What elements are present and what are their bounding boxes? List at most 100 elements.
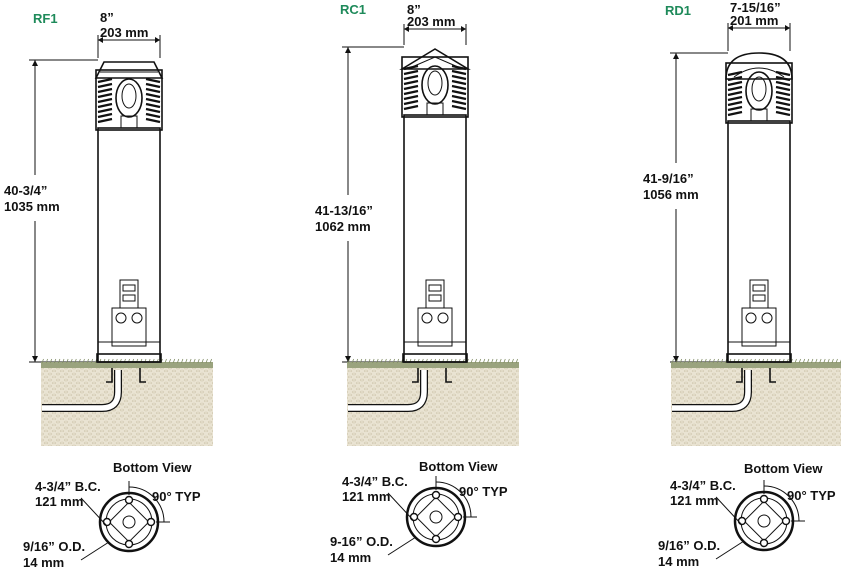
louver bbox=[403, 89, 419, 96]
grass-blade bbox=[478, 358, 482, 364]
width-mm: 203 mm bbox=[100, 25, 148, 40]
bollard-head bbox=[725, 52, 793, 124]
terminal-screw bbox=[761, 312, 773, 324]
grass-blade bbox=[692, 358, 695, 364]
louver bbox=[451, 74, 467, 81]
louver bbox=[775, 85, 791, 92]
width-inches: 8” bbox=[100, 10, 114, 25]
louver bbox=[775, 105, 791, 112]
louver bbox=[97, 77, 113, 84]
angle-arc bbox=[763, 485, 800, 522]
bolt-od-inches: 9-16” O.D. bbox=[330, 534, 393, 549]
grass-blade bbox=[806, 358, 810, 364]
dome-cap bbox=[725, 52, 793, 80]
louver bbox=[451, 94, 467, 101]
grass-blade bbox=[823, 358, 826, 364]
conduit bbox=[42, 368, 146, 412]
bolt-od-mm: 14 mm bbox=[658, 554, 699, 569]
grass-blade bbox=[671, 358, 674, 364]
grass-blade bbox=[359, 358, 363, 364]
flat-cap bbox=[94, 61, 164, 79]
grass-blade bbox=[90, 358, 94, 364]
louver bbox=[775, 100, 791, 107]
height-dimension: 41-9/16”1056 mm bbox=[643, 52, 728, 363]
conduit-pipe-inner bbox=[348, 370, 427, 411]
louver bbox=[97, 107, 113, 114]
conduit-pipe-inner bbox=[672, 370, 751, 411]
leader-line bbox=[80, 541, 110, 561]
grass-blade bbox=[716, 358, 719, 364]
grass-blade bbox=[495, 358, 498, 364]
lamp-inner bbox=[751, 76, 767, 102]
model-label: RD1 bbox=[665, 3, 691, 18]
grass-blade bbox=[384, 358, 387, 364]
bolt-hole bbox=[431, 490, 441, 500]
angle-label: 90° TYP bbox=[152, 489, 201, 504]
width-dimension: 8”203 mm bbox=[97, 10, 161, 58]
bolt-hole bbox=[737, 516, 747, 526]
terminal-screw bbox=[421, 312, 433, 324]
grass-blade bbox=[364, 358, 367, 364]
arrow-head bbox=[728, 25, 733, 31]
width-mm: 201 mm bbox=[730, 13, 778, 28]
leader-line bbox=[80, 497, 108, 527]
conduit bbox=[672, 368, 776, 412]
arrow-head bbox=[155, 37, 160, 43]
terminal-screw bbox=[745, 312, 757, 324]
grass-blade bbox=[70, 358, 73, 364]
louver bbox=[145, 92, 161, 99]
grass-blade bbox=[62, 358, 65, 364]
ground-section bbox=[41, 358, 213, 446]
cap-line bbox=[411, 56, 459, 68]
junction-box-slot bbox=[428, 284, 442, 292]
grass-blade bbox=[53, 358, 57, 364]
leader-line bbox=[715, 540, 745, 560]
height-inches: 41-13/16” bbox=[315, 203, 373, 218]
grass-blade bbox=[798, 358, 801, 364]
grass-blade bbox=[368, 358, 371, 364]
arrow-head bbox=[32, 60, 38, 66]
lamp-inner bbox=[121, 83, 137, 109]
bolt-hole bbox=[124, 495, 134, 505]
junction-box-slot bbox=[428, 294, 442, 302]
bolt-circle-inches: 4-3/4” B.C. bbox=[670, 478, 736, 493]
louver bbox=[403, 79, 419, 86]
grass-blade bbox=[704, 358, 707, 364]
grass-blade bbox=[351, 358, 354, 364]
grass-blade bbox=[396, 358, 400, 364]
bolt-od-inches: 9/16” O.D. bbox=[658, 538, 720, 553]
grass-blade bbox=[380, 358, 383, 364]
grass-blade bbox=[482, 358, 486, 364]
bollard-column bbox=[97, 127, 161, 363]
arrow-head bbox=[461, 26, 466, 32]
junction-box-slot bbox=[122, 294, 136, 302]
louver bbox=[727, 110, 743, 117]
bolt-hole bbox=[146, 517, 156, 527]
louver bbox=[145, 112, 161, 119]
lamp-socket bbox=[426, 102, 444, 116]
ground-section bbox=[671, 358, 841, 446]
lamp-socket bbox=[120, 115, 138, 129]
louver bbox=[145, 97, 161, 104]
angle-label: 90° TYP bbox=[787, 488, 836, 503]
grass-blade bbox=[355, 358, 359, 364]
grass-blade bbox=[197, 358, 200, 364]
bolt-hole bbox=[102, 517, 112, 527]
junction-box bbox=[425, 279, 445, 309]
louver bbox=[727, 90, 743, 97]
louver bbox=[775, 70, 791, 77]
louver bbox=[451, 84, 467, 91]
height-mm: 1035 mm bbox=[4, 199, 60, 214]
bollard-head bbox=[399, 48, 471, 118]
terminal-block bbox=[417, 307, 453, 347]
louver bbox=[727, 70, 743, 77]
bottom-view-title: Bottom View bbox=[744, 461, 823, 476]
louver bbox=[145, 77, 161, 84]
louver bbox=[145, 107, 161, 114]
louver bbox=[403, 74, 419, 81]
bottom-view-title: Bottom View bbox=[113, 460, 192, 475]
grass-blade bbox=[503, 358, 506, 364]
grass-blade bbox=[201, 358, 204, 364]
